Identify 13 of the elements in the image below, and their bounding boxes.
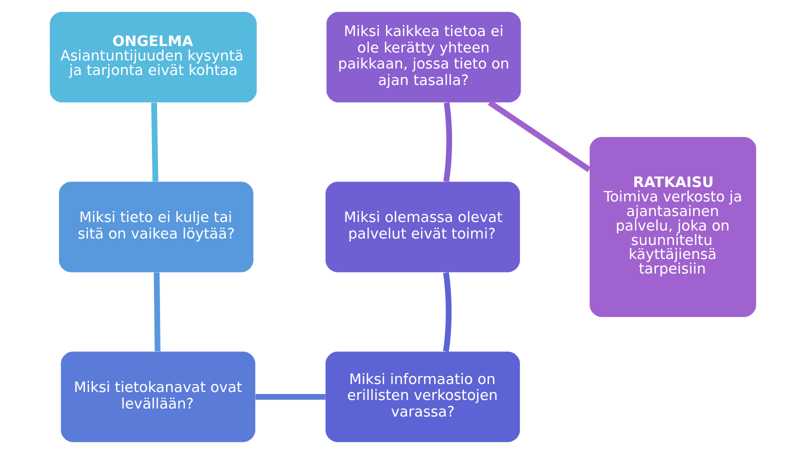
node-box: Miksi informaatio on erillisten verkostojen varassa? <box>326 352 520 442</box>
connector <box>154 272 160 352</box>
node-box: Miksi kaikkea tietoa ei ole kerätty yhteen paikkaan, jossa tieto on ajan tasalla? <box>326 12 521 102</box>
connector <box>443 272 452 352</box>
node-box: Miksi tietokanavat ovat levällään? <box>60 352 256 442</box>
node-box: Miksi olemassa olevat palvelut eivät toimi? <box>326 182 520 272</box>
node-box: RATKAISU Toimiva verkosto ja ajantasainen palvelu, joka on suunniteltu käyttäjiensä tarpeisiin <box>590 137 756 317</box>
node-box: ONGELMA Asiantuntijuuden kysyntä ja tarjonta eivät kohtaa <box>50 12 257 102</box>
connector <box>151 102 158 182</box>
connector <box>256 394 326 400</box>
connector <box>488 100 591 172</box>
node-box: Miksi tieto ei kulje tai sitä on vaikea löytää? <box>59 182 254 272</box>
connector <box>443 102 452 182</box>
